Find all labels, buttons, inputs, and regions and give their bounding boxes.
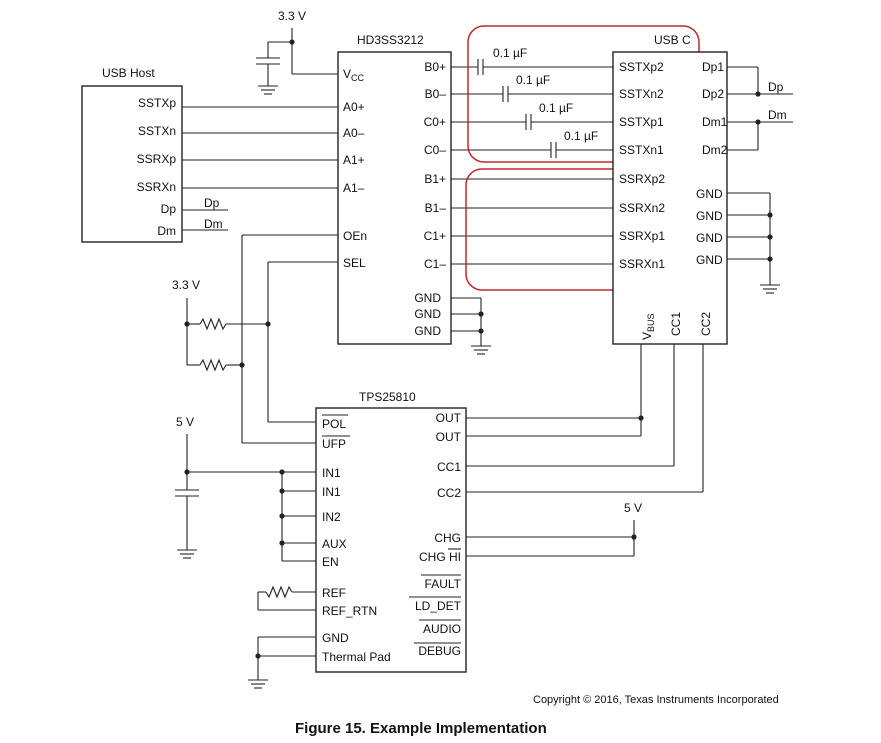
left-3v3-pullups: 3.3 V <box>172 234 338 444</box>
host-dp-net: Dp <box>204 196 220 210</box>
usb-host-title: USB Host <box>102 66 155 80</box>
mux-left-pin: SEL <box>343 256 366 270</box>
left-5v-label: 5 V <box>176 415 194 429</box>
usbc-left-pin: SSTXp1 <box>619 115 664 129</box>
mux-to-usbc-wires: 0.1 µF 0.1 µF 0.1 µF 0.1 µF <box>451 46 613 265</box>
mux-left-pin: OEn <box>343 229 367 243</box>
usbc-right-pin: Dm1 <box>702 115 728 129</box>
tps-right-pin: CHG <box>434 531 461 545</box>
usbc-gnd-pin: GND <box>696 209 723 223</box>
usbc-right-pin: Dm2 <box>702 143 728 157</box>
mux-left-pin: A0– <box>343 126 365 140</box>
figure-caption: Figure 15. Example Implementation <box>295 720 547 737</box>
tps-left-pin: GND <box>322 631 349 645</box>
tps-right-pin: OUT <box>436 430 462 444</box>
usbc-right-pin: Dp1 <box>702 60 724 74</box>
left-3v3-label: 3.3 V <box>172 278 200 292</box>
mux-left-pin: A1+ <box>343 153 365 167</box>
tps-right-pin: OUT <box>436 411 462 425</box>
usbc-gnd-pin: GND <box>696 187 723 201</box>
usbc-left-pin: SSRXn1 <box>619 257 665 271</box>
mux-gnd-pin: GND <box>414 291 441 305</box>
cap-label: 0.1 µF <box>516 73 550 87</box>
tps-left-pin: REF <box>322 586 346 600</box>
cap-label: 0.1 µF <box>493 46 527 60</box>
usbc-gnd-pin: GND <box>696 253 723 267</box>
usb-host-block: USB Host SSTXp SSTXn SSRXp SSRXn Dp Dm D… <box>81 66 338 243</box>
mux-gnd-pin: GND <box>414 324 441 338</box>
right-5v-label: 5 V <box>624 501 642 515</box>
usbc-gnd-pin: GND <box>696 231 723 245</box>
usbc-left-pin: SSRXn2 <box>619 201 665 215</box>
tps-left-pin: REF_RTN <box>322 604 377 618</box>
tps-right-pin: LD_DET <box>415 599 462 613</box>
cap-label: 0.1 µF <box>564 129 598 143</box>
usbc-dp-net: Dp <box>768 80 784 94</box>
mux-right-pin: B0– <box>425 87 447 101</box>
usbc-dm-net: Dm <box>768 108 787 122</box>
mux-right-pin: C0+ <box>424 115 446 129</box>
mux-right-pin: B0+ <box>424 60 446 74</box>
mux-vcc-pin: VCC <box>343 67 365 83</box>
usbc-cc1-pin: CC1 <box>669 312 683 336</box>
host-dm-net: Dm <box>204 217 223 231</box>
mux-title: HD3SS3212 <box>357 33 424 47</box>
usb-host-pin: SSTXp <box>138 96 176 110</box>
mux-right-pin: C0– <box>424 143 446 157</box>
tps-left-pin: POL <box>322 417 346 431</box>
usbc-cc2-pin: CC2 <box>699 312 713 336</box>
usb-host-pin: SSTXn <box>138 124 176 138</box>
top-3v3-label: 3.3 V <box>278 9 306 23</box>
usb-host-pin: SSRXp <box>137 152 177 166</box>
usbc-left-pin: SSTXn1 <box>619 143 664 157</box>
usb-host-pin: SSRXn <box>137 180 176 194</box>
tps-left-pin: AUX <box>322 537 347 551</box>
mux-right-pin: B1– <box>425 201 447 215</box>
usbc-left-pin: SSRXp1 <box>619 229 665 243</box>
tps-left-pin: EN <box>322 555 339 569</box>
cap-label: 0.1 µF <box>539 101 573 115</box>
tps25810-block: TPS25810 POL UFP IN1 IN1 IN2 AUX EN REF … <box>175 390 703 689</box>
mux-right-pin: B1+ <box>424 172 446 186</box>
usbc-title: USB C <box>654 33 691 47</box>
usbc-right-pin: Dp2 <box>702 87 724 101</box>
usbc-vbus-pin: VBUS <box>640 313 656 340</box>
usbc-left-pin: SSTXp2 <box>619 60 664 74</box>
usb-c-block: USB C SSTXp2 SSTXn2 SSTXp1 SSTXn1 SSRXp2… <box>612 33 793 492</box>
tps-right-pin: CC2 <box>437 486 461 500</box>
usb-host-pin: Dm <box>157 224 176 238</box>
mux-right-pin: C1– <box>424 257 446 271</box>
tps-title: TPS25810 <box>359 390 416 404</box>
mux-left-pin: A0+ <box>343 100 365 114</box>
usbc-left-pin: SSRXp2 <box>619 172 665 186</box>
tps-right-pin: AUDIO <box>423 622 461 636</box>
tps-left-pin: IN1 <box>322 485 341 499</box>
mux-left-pin: A1– <box>343 181 365 195</box>
tps-left-pin: IN2 <box>322 510 341 524</box>
tps-left-pin: UFP <box>322 437 346 451</box>
mux-right-pin: C1+ <box>424 229 446 243</box>
hd3ss3212-block: HD3SS3212 VCC A0+ A0– A1+ A1– OEn SEL B0… <box>337 33 491 355</box>
tps-left-pin: IN1 <box>322 466 341 480</box>
top-3v3-supply: 3.3 V <box>256 9 338 95</box>
usbc-left-pin: SSTXn2 <box>619 87 664 101</box>
tps-right-pin: FAULT <box>425 577 462 591</box>
tps-left-pin: Thermal Pad <box>322 650 391 664</box>
tps-right-pin: DEBUG <box>418 644 461 658</box>
copyright-text: Copyright © 2016, Texas Instruments Inco… <box>533 694 779 706</box>
tps-right-pin: CHG HI <box>419 550 461 564</box>
tps-right-pin: CC1 <box>437 460 461 474</box>
usb-host-pin: Dp <box>161 202 177 216</box>
mux-gnd-pin: GND <box>414 307 441 321</box>
